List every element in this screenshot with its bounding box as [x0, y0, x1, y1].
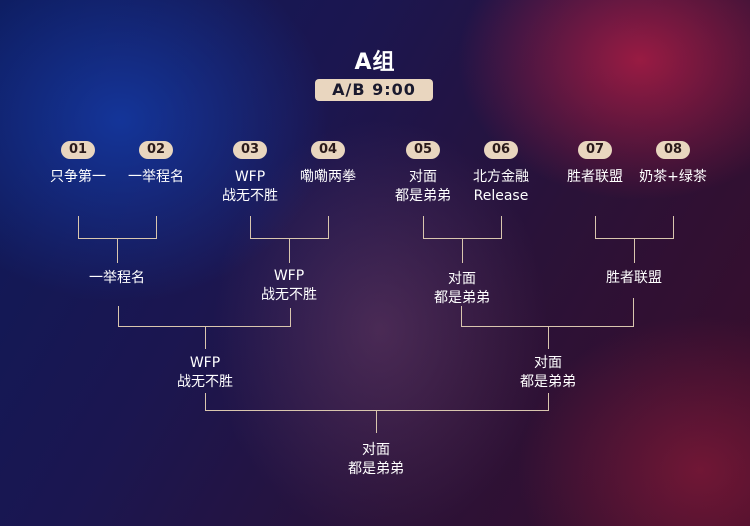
- bracket-line: [290, 308, 291, 327]
- bracket-line: [634, 238, 635, 263]
- bracket-line: [548, 326, 549, 349]
- seed-badge: 05: [406, 141, 440, 159]
- bracket-line: [501, 216, 502, 239]
- round2-winner-line1: 一举程名: [47, 269, 187, 288]
- semifinal-winner-line1: 对面: [478, 354, 618, 373]
- bracket-line: [548, 393, 549, 411]
- champion-line1: 对面: [306, 441, 446, 460]
- team-name-line2: 战无不胜: [180, 187, 320, 206]
- bracket-line: [118, 306, 119, 327]
- bracket-line: [461, 306, 462, 327]
- bracket-line: [205, 326, 206, 349]
- team-name-line2: Release: [431, 187, 571, 206]
- bracket-line: [205, 410, 549, 411]
- bracket-line: [78, 216, 79, 239]
- semifinal-winner-line1: WFP: [135, 354, 275, 373]
- seed-badge: 03: [233, 141, 267, 159]
- round2-winner-line2: 都是弟弟: [392, 289, 532, 308]
- bracket-line: [595, 216, 596, 239]
- seed-badge: 08: [656, 141, 690, 159]
- bracket-line: [250, 216, 251, 239]
- team-name-line1: 奶茶+绿茶: [603, 168, 743, 187]
- semifinal-winner: 对面都是弟弟: [478, 354, 618, 392]
- seed-badge: 06: [484, 141, 518, 159]
- team-name: 奶茶+绿茶: [603, 168, 743, 187]
- champion-line2: 都是弟弟: [306, 460, 446, 479]
- champion: 对面都是弟弟: [306, 441, 446, 479]
- round2-winner: 一举程名: [47, 269, 187, 288]
- bracket-line: [633, 298, 634, 327]
- seed-badge: 07: [578, 141, 612, 159]
- bracket-line: [205, 393, 206, 411]
- bracket-line: [423, 216, 424, 239]
- round2-winner-line1: 胜者联盟: [564, 269, 704, 288]
- bracket-line: [117, 238, 118, 263]
- round2-winner-line1: 对面: [392, 270, 532, 289]
- seed-badge: 01: [61, 141, 95, 159]
- round2-winner: 胜者联盟: [564, 269, 704, 288]
- round2-winner-line2: 战无不胜: [219, 286, 359, 305]
- seed-badge: 02: [139, 141, 173, 159]
- bracket-line: [156, 216, 157, 239]
- round2-winner: 对面都是弟弟: [392, 270, 532, 308]
- seed-badge: 04: [311, 141, 345, 159]
- semifinal-winner-line2: 都是弟弟: [478, 373, 618, 392]
- round2-winner-line1: WFP: [219, 267, 359, 286]
- bracket-line: [673, 216, 674, 239]
- bracket-line: [328, 216, 329, 239]
- semifinal-winner-line2: 战无不胜: [135, 373, 275, 392]
- bracket-line: [462, 238, 463, 263]
- bracket-line: [289, 238, 290, 263]
- match-time-badge: A/B 9:00: [315, 79, 433, 101]
- bracket-line: [376, 410, 377, 433]
- group-title: A组: [0, 44, 750, 76]
